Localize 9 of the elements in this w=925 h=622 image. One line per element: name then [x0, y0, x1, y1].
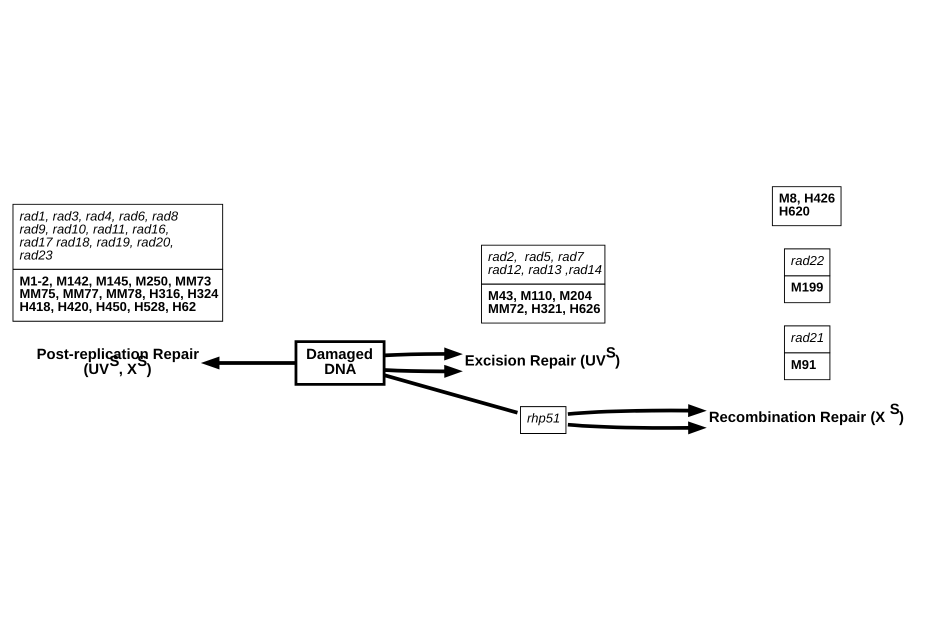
arrow — [568, 420, 707, 434]
arrow — [200, 356, 296, 369]
node-box: rhp51 — [520, 406, 566, 434]
arrow — [384, 364, 463, 378]
node-box: Damaged DNA — [294, 340, 386, 386]
node-box: M8, H426 H620 — [772, 186, 842, 226]
arrow — [384, 346, 463, 360]
connector — [384, 372, 518, 414]
arrow — [568, 404, 707, 417]
